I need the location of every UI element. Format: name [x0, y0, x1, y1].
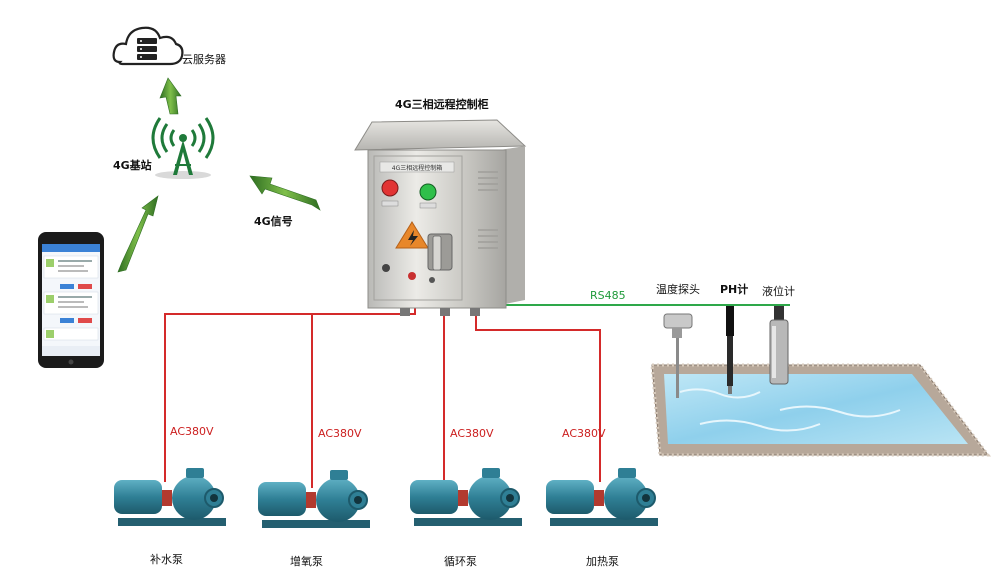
pump-icon	[546, 468, 658, 526]
sensor-probe-icon	[769, 306, 789, 385]
base-station-label: 4G基站	[113, 159, 152, 172]
cloud-server-icon	[112, 26, 184, 66]
voltage-label-1: AC380V	[170, 425, 214, 438]
voltage-label-2: AC380V	[318, 427, 362, 440]
pump-icon	[410, 468, 522, 526]
control-cabinet: 4G三相远程控制箱	[354, 119, 527, 316]
pump-icon	[114, 468, 226, 526]
level-meter-label: 液位计	[762, 285, 795, 298]
pool	[650, 363, 992, 457]
pump-label-2: 增氧泵	[290, 555, 323, 568]
voltage-label-4: AC380V	[562, 427, 606, 440]
phone-app-icon	[38, 232, 104, 368]
sensor-probe-icon	[726, 306, 734, 394]
pump-label-1: 补水泵	[150, 553, 183, 566]
pump-label-4: 加热泵	[586, 555, 619, 568]
pump-label-3: 循环泵	[444, 555, 477, 568]
temp-probe-label: 温度探头	[656, 283, 700, 296]
arrow-icon	[159, 77, 182, 115]
voltage-label-3: AC380V	[450, 427, 494, 440]
pump-icon	[258, 470, 370, 528]
arrow-icon	[249, 175, 321, 211]
signal-label: 4G信号	[254, 215, 293, 228]
signal-tower-icon	[151, 117, 215, 179]
power-lines	[164, 300, 601, 488]
warning-icon	[395, 221, 429, 249]
cabinet-title: 4G三相远程控制柜	[395, 98, 489, 111]
arrow-icon	[117, 195, 159, 273]
rs485-label: RS485	[590, 289, 626, 302]
ph-meter-label: PH计	[720, 283, 749, 296]
cloud-server-label: 云服务器	[182, 53, 226, 66]
sensor-probe-icon	[663, 313, 693, 398]
cabinet-plate: 4G三相远程控制箱	[392, 164, 442, 172]
